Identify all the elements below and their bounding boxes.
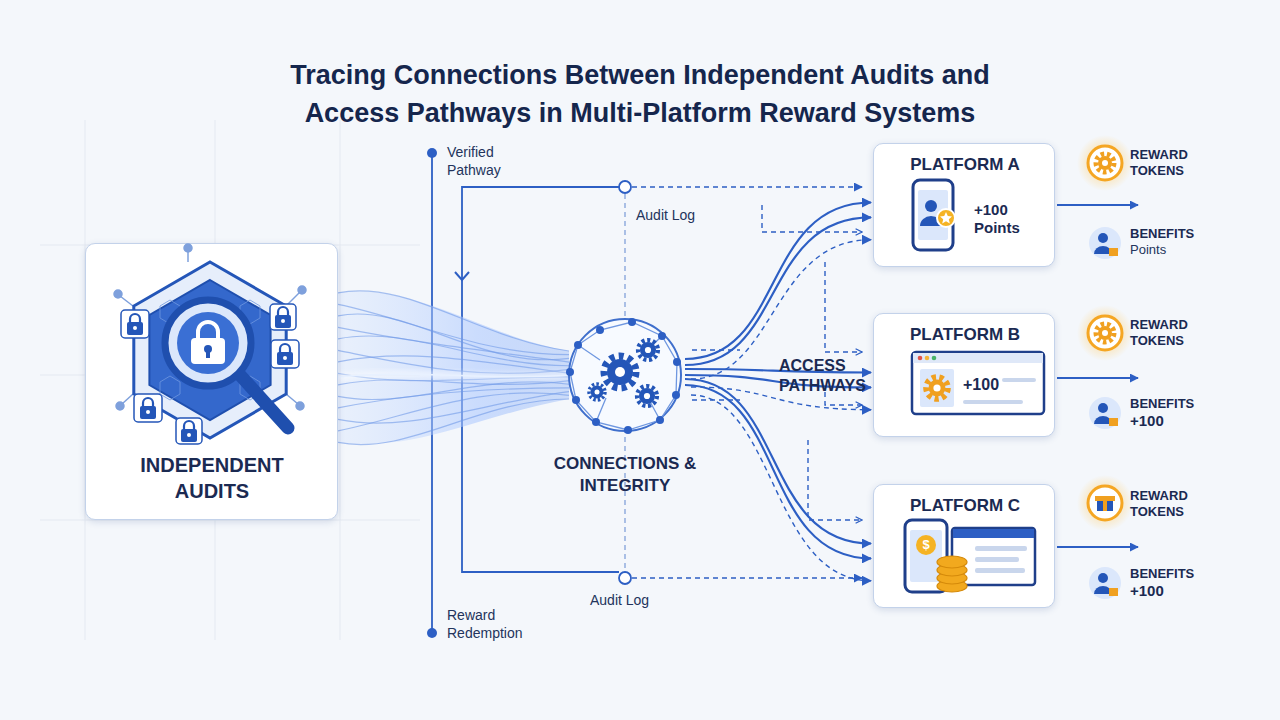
path-label: Verified Pathway	[447, 143, 527, 179]
flow-strand	[338, 291, 569, 351]
flow-core	[338, 374, 569, 377]
node-title: CONNECTIONS & INTEGRITY	[525, 453, 725, 497]
platform-card: PLATFORM B +100	[873, 313, 1055, 437]
benefit-label: BENEFITS	[1130, 396, 1210, 412]
flow-glow	[338, 374, 569, 377]
node-title: INDEPENDENT AUDITS	[137, 452, 287, 504]
benefit-icons	[1089, 227, 1121, 599]
node-title: PLATFORM A	[874, 155, 1056, 175]
path-label: Reward Redemption	[447, 606, 537, 642]
node-detail: +100	[963, 375, 1023, 395]
access-connector	[685, 203, 871, 379]
hub-node: CONNECTIONS & INTEGRITY	[565, 315, 685, 435]
flow-strand	[338, 356, 569, 373]
node-title: PLATFORM C	[874, 496, 1056, 516]
coin-symbol: $	[920, 537, 932, 553]
access-dashed	[691, 395, 871, 581]
reward-token-icons	[1077, 135, 1133, 531]
token-label: REWARD TOKENS	[1130, 317, 1210, 349]
flow-strand	[338, 388, 569, 408]
reward-leader-arrows	[1057, 205, 1138, 547]
node-detail: +100 Points	[974, 201, 1024, 237]
benefit-value: +100	[1130, 582, 1210, 600]
section-label: ACCESS PATHWAYS	[779, 356, 879, 396]
hub-illustration	[566, 318, 681, 434]
access-curve	[685, 385, 871, 558]
flow-strand	[338, 399, 569, 445]
log-label: Audit Log	[590, 591, 680, 609]
benefit-label: BENEFITS	[1130, 226, 1210, 242]
diagram-title: Tracing Connections Between Independent …	[240, 56, 1040, 132]
platform-card: PLATFORM A +100 Points	[873, 143, 1055, 267]
benefit-value: Points	[1130, 242, 1210, 258]
access-curve	[685, 217, 871, 365]
node-title: PLATFORM B	[874, 325, 1056, 345]
flow-strand	[338, 373, 569, 380]
flow-strand	[338, 336, 569, 366]
flow-band-fill	[338, 292, 569, 445]
flow-strand	[338, 393, 569, 431]
benefit-label: BENEFITS	[1130, 566, 1210, 582]
flow-strand	[338, 350, 569, 373]
benefit-value: +100	[1130, 412, 1210, 430]
platform-card: PLATFORM C	[873, 484, 1055, 608]
access-connector	[685, 379, 871, 581]
token-label: REWARD TOKENS	[1130, 147, 1210, 179]
token-label: REWARD TOKENS	[1130, 488, 1210, 520]
log-label: Audit Log	[636, 206, 726, 224]
access-curve	[685, 203, 871, 359]
access-curve	[685, 379, 871, 544]
audit-panel: INDEPENDENT AUDITS	[85, 243, 338, 520]
flow-strand	[338, 392, 569, 423]
flow-band	[338, 291, 569, 445]
flow-strand	[338, 304, 569, 354]
flow-strand	[338, 314, 569, 360]
